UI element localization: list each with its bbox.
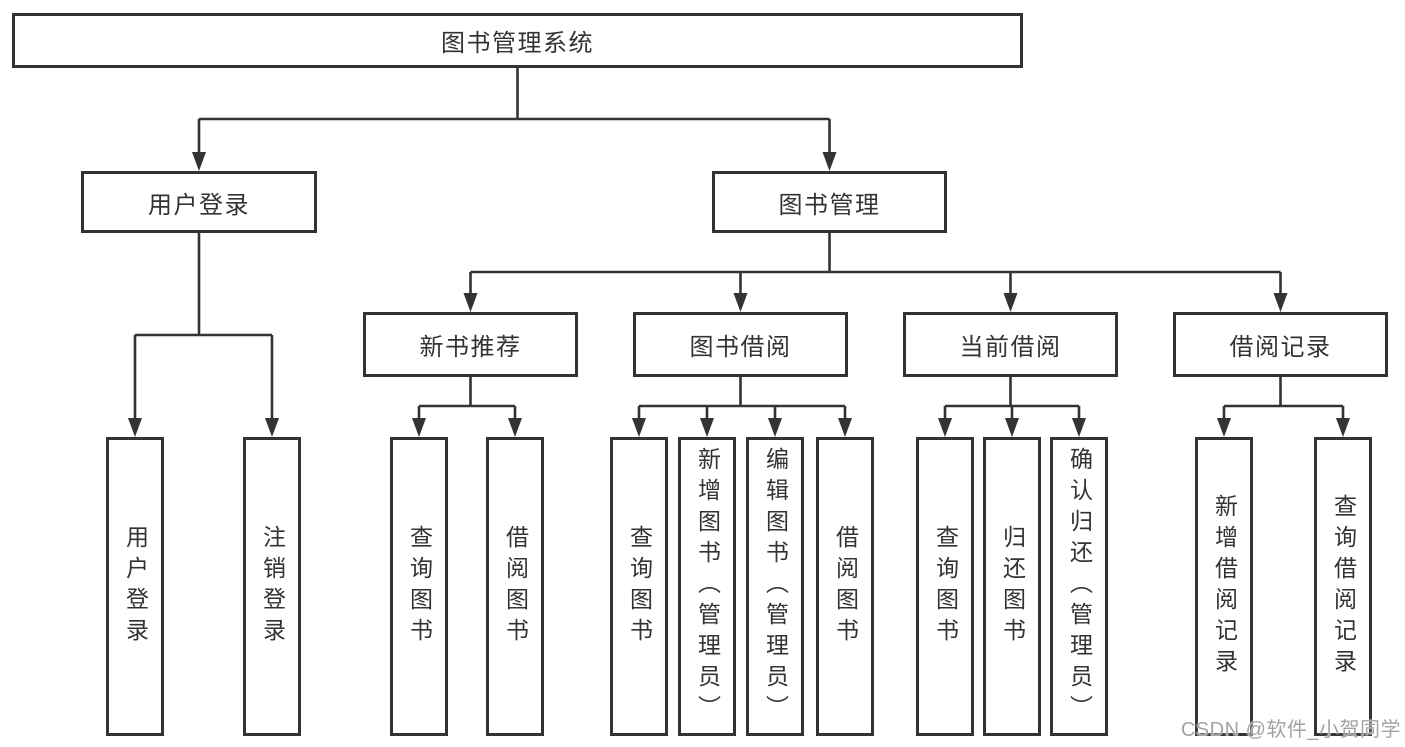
node-label: 用户登录 [148, 191, 250, 219]
leaf-query-books-recommend: 查询图书 [390, 437, 448, 736]
node-label: 新书推荐 [419, 334, 522, 361]
leaf-confirm-return-admin: 确认归还（管理员） [1050, 437, 1108, 736]
leaf-query-borrow-record: 查询借阅记录 [1314, 437, 1372, 736]
arrow-icon [1217, 418, 1231, 437]
node-label: 借阅图书 [502, 524, 529, 649]
node-label: 图书管理 [778, 191, 881, 219]
node-label: 图书借阅 [689, 334, 792, 361]
node-book-borrowing: 图书借阅 [633, 312, 848, 377]
csdn-watermark: CSDN @软件_小贺同学 [1180, 719, 1401, 741]
arrow-icon [128, 418, 142, 437]
arrow-icon [838, 418, 852, 437]
node-borrowing-records: 借阅记录 [1173, 312, 1388, 377]
leaf-borrow-books: 借阅图书 [816, 437, 874, 736]
arrow-icon [733, 293, 748, 312]
leaf-query-books-borrowing: 查询图书 [610, 437, 668, 736]
node-label: 新增图书（管理员） [694, 447, 721, 726]
node-label: 归还图书 [999, 524, 1026, 649]
arrow-icon [463, 293, 478, 312]
arrow-icon [632, 418, 646, 437]
leaf-add-books-admin: 新增图书（管理员） [678, 437, 736, 736]
arrow-icon [1273, 293, 1288, 312]
leaf-user-login: 用户登录 [106, 437, 164, 736]
connector-root-to-level2 [197, 68, 831, 156]
node-label: 借阅图书 [832, 524, 859, 649]
leaf-edit-books-admin: 编辑图书（管理员） [746, 437, 804, 736]
arrow-icon [768, 418, 782, 437]
connector-bookmgmt-to-level3 [469, 233, 1282, 296]
node-label: 图书管理系统 [441, 30, 594, 57]
connector-newbook-to-leaves [417, 377, 517, 421]
leaf-logout: 注销登录 [243, 437, 301, 736]
leaf-add-borrow-record: 新增借阅记录 [1195, 437, 1253, 736]
node-user-login-branch: 用户登录 [81, 171, 317, 233]
arrow-icon [412, 418, 426, 437]
node-label: 新增借阅记录 [1211, 493, 1238, 680]
arrow-icon [265, 418, 279, 437]
node-label: 确认归还（管理员） [1066, 447, 1093, 726]
leaf-borrow-books-recommend: 借阅图书 [486, 437, 544, 736]
arrow-icon [700, 418, 714, 437]
arrow-icon [1072, 418, 1086, 437]
node-label: 用户登录 [122, 524, 149, 649]
connector-borrowing-to-leaves [637, 377, 847, 421]
node-label: 注销登录 [259, 524, 286, 649]
node-label: 查询图书 [932, 524, 959, 649]
arrow-icon [1005, 418, 1019, 437]
node-new-book-recommendation: 新书推荐 [363, 312, 578, 377]
node-current-borrowing: 当前借阅 [903, 312, 1118, 377]
node-label: 查询借阅记录 [1330, 493, 1357, 680]
node-book-management: 图书管理 [712, 171, 947, 233]
node-label: 借阅记录 [1229, 334, 1332, 361]
connector-current-to-leaves [943, 377, 1081, 421]
arrow-icon [822, 152, 837, 171]
node-label: 查询图书 [626, 524, 653, 649]
arrow-icon [1003, 293, 1018, 312]
arrow-icon [938, 418, 952, 437]
leaf-return-books: 归还图书 [983, 437, 1041, 736]
connector-userlogin-to-leaves [133, 233, 274, 421]
connector-records-to-leaves [1222, 377, 1345, 421]
node-label: 查询图书 [406, 524, 433, 649]
arrow-icon [508, 418, 522, 437]
leaf-query-books-current: 查询图书 [916, 437, 974, 736]
arrow-icon [192, 152, 206, 171]
node-label: 当前借阅 [959, 334, 1062, 361]
arrow-icon [1336, 418, 1350, 437]
node-label: 编辑图书（管理员） [762, 447, 789, 726]
node-library-management-system: 图书管理系统 [12, 13, 1023, 68]
